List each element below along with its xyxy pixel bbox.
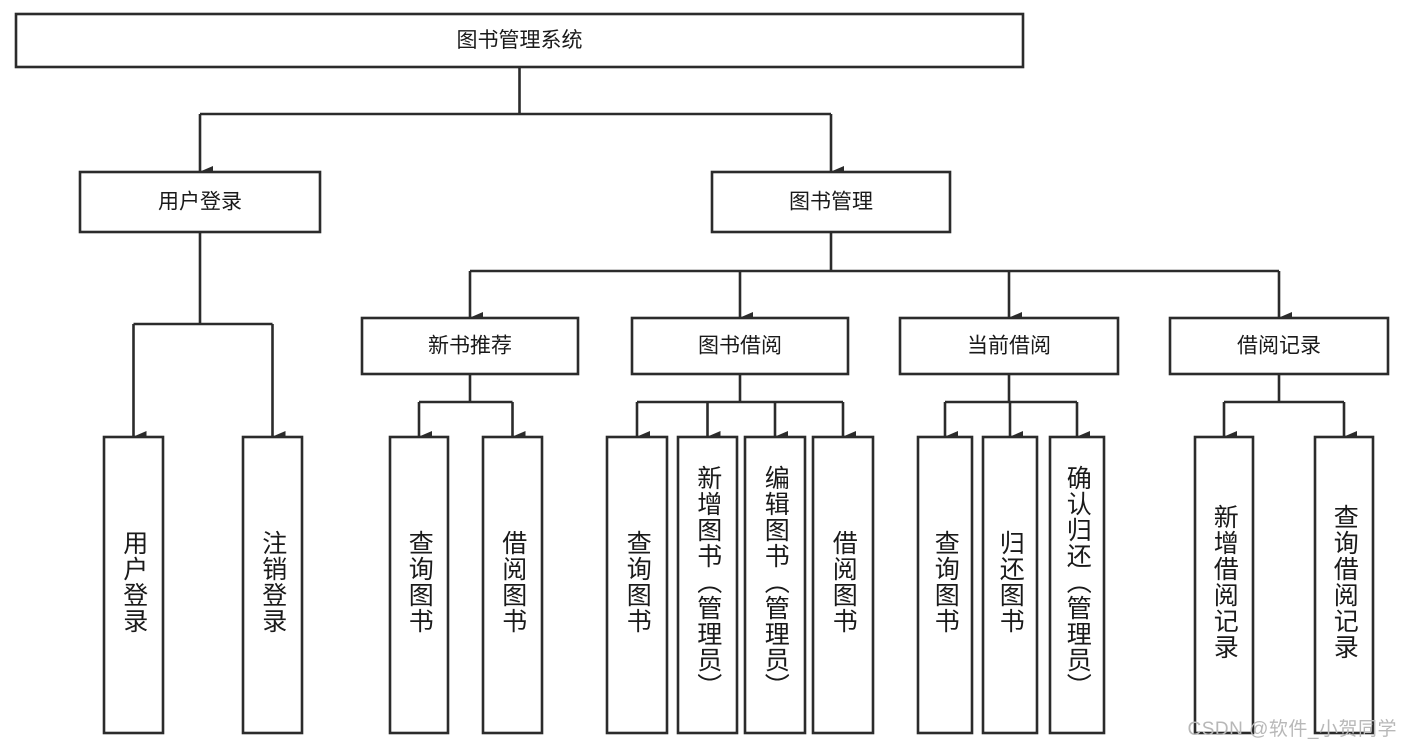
node-查询图书[interactable] bbox=[388, 435, 450, 735]
node-图书借阅[interactable] bbox=[630, 316, 850, 376]
node-借阅记录[interactable] bbox=[1168, 316, 1390, 376]
node-图书管理[interactable] bbox=[710, 170, 952, 234]
node-图书管理-label: 图书管理 bbox=[789, 191, 873, 214]
node-注销登录[interactable] bbox=[241, 435, 304, 735]
node-新增图书管理员[interactable] bbox=[676, 435, 739, 735]
node-当前借阅[interactable] bbox=[898, 316, 1120, 376]
node-用户登录[interactable] bbox=[102, 435, 165, 735]
node-图书管理系统[interactable] bbox=[14, 12, 1025, 69]
node-确认归还管理员[interactable] bbox=[1048, 435, 1106, 735]
node-借阅记录-label: 借阅记录 bbox=[1237, 335, 1321, 358]
node-新书推荐-label: 新书推荐 bbox=[428, 335, 512, 358]
node-新书推荐[interactable] bbox=[360, 316, 580, 376]
node-新增借阅记录[interactable] bbox=[1193, 435, 1255, 735]
node-用户登录[interactable] bbox=[78, 170, 322, 234]
connector-edges bbox=[132, 67, 1357, 443]
node-当前借阅-label: 当前借阅 bbox=[967, 335, 1051, 358]
node-编辑图书管理员[interactable] bbox=[743, 435, 807, 735]
node-借阅图书[interactable] bbox=[481, 435, 544, 735]
node-查询图书[interactable] bbox=[605, 435, 669, 735]
node-图书管理系统-label: 图书管理系统 bbox=[457, 29, 583, 52]
watermark-text: CSDN @软件_小贺同学 bbox=[1187, 719, 1397, 740]
node-借阅图书[interactable] bbox=[811, 435, 875, 735]
node-查询图书[interactable] bbox=[916, 435, 974, 735]
node-图书借阅-label: 图书借阅 bbox=[698, 335, 782, 358]
node-用户登录-label: 用户登录 bbox=[158, 191, 242, 214]
node-查询借阅记录[interactable] bbox=[1313, 435, 1375, 735]
node-归还图书[interactable] bbox=[981, 435, 1039, 735]
